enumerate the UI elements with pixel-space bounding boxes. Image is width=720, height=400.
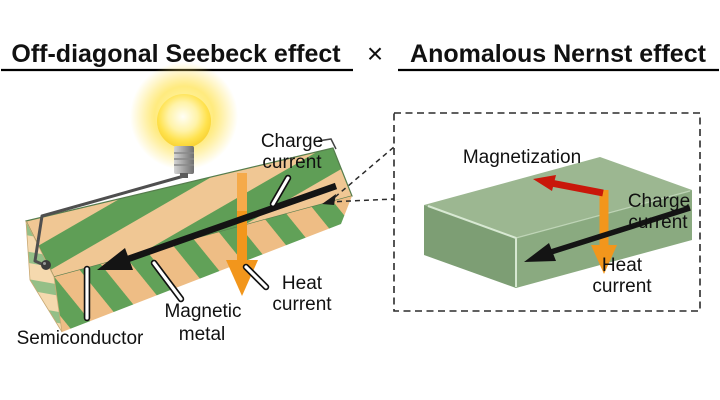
label-magnetic-metal-line2: metal <box>179 324 225 345</box>
magnetization-arrow-head <box>533 175 556 191</box>
zoom-connector <box>322 146 395 205</box>
charge-arrow-shaft <box>126 182 338 263</box>
bar-front-face <box>54 196 352 332</box>
charge-current-arrow <box>97 182 338 270</box>
label-semiconductor: Semiconductor <box>17 328 144 349</box>
striped-bar <box>25 138 353 333</box>
label-heat-current-line1: Heat <box>602 255 643 276</box>
zoom-connector-line-bottom <box>327 198 395 203</box>
label-charge-current-line1: Charge <box>261 131 323 152</box>
label-heat-current-line2: current <box>592 276 652 297</box>
label-charge-current-line1: Charge <box>628 191 690 212</box>
heat-arrow-head <box>591 245 617 274</box>
charge-current-arrow-right <box>524 205 691 262</box>
label-charge-current-line2: current <box>262 152 322 173</box>
bulb-glass <box>157 94 211 148</box>
terminal-screw <box>41 260 51 270</box>
charge-arrow-head <box>97 248 133 270</box>
label-heat-current-line1: Heat <box>282 273 323 294</box>
slab-top-face <box>424 157 692 238</box>
left-diagram: Charge current Heat current Magnetic met… <box>17 62 395 349</box>
bulb-contact <box>180 173 188 178</box>
charge-arrow-head <box>524 243 556 262</box>
charge-arrow-shaft <box>550 205 691 255</box>
zoom-panel-border <box>393 112 701 312</box>
zoom-connector-line-top <box>327 146 395 204</box>
magnetization-arrow-shaft <box>550 179 604 197</box>
bar-corner-edge <box>317 138 337 150</box>
zoom-connector-arrowhead-icon <box>322 194 336 205</box>
right-diagram: Magnetization Charge current Heat curren… <box>393 112 701 312</box>
terminal-screw-highlight <box>43 262 46 265</box>
slab-end-cap <box>424 205 516 288</box>
figure-title: Off-diagonal Seebeck effect × Anomalous … <box>1 38 719 72</box>
left-labels: Charge current Heat current Magnetic met… <box>17 131 333 349</box>
label-leaders <box>83 174 292 322</box>
bar-end-cap <box>25 220 63 333</box>
label-charge-current-line2: current <box>628 212 688 233</box>
title-right: Anomalous Nernst effect <box>410 40 707 68</box>
title-separator: × <box>367 38 383 69</box>
label-heat-current-line2: current <box>272 294 332 315</box>
magnetization-arrow <box>533 175 604 197</box>
right-labels: Magnetization Charge current Heat curren… <box>463 147 690 297</box>
label-magnetization: Magnetization <box>463 147 581 168</box>
circuit-wire <box>33 174 186 267</box>
light-bulb-icon <box>157 94 211 178</box>
label-magnetic-metal-line1: Magnetic <box>164 301 241 322</box>
bulb-base <box>174 146 194 174</box>
